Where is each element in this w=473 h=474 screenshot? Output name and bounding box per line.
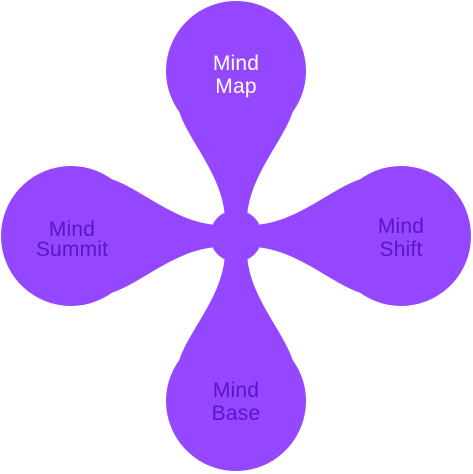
lobe-left-label-line2: Summit — [36, 238, 108, 261]
lobe-right[interactable]: Mind Shift — [378, 215, 424, 261]
petal-left — [0, 165, 219, 306]
petal-right — [254, 166, 472, 307]
lobe-top[interactable]: Mind Map — [213, 52, 259, 98]
petal-bottom — [165, 254, 306, 472]
lobe-bottom-label-line2: Base — [212, 402, 261, 425]
center-hub — [210, 210, 262, 262]
lobe-right-label-line2: Shift — [379, 238, 422, 261]
petal-top — [166, 0, 306, 218]
lobe-left-label-line1: Mind — [49, 218, 95, 241]
lobe-top-label-line2: Map — [215, 75, 256, 98]
lobe-bottom[interactable]: Mind Base — [212, 379, 261, 425]
lobe-top-label-line1: Mind — [213, 52, 259, 75]
lobe-bottom-label-line1: Mind — [213, 379, 259, 402]
lobe-right-label-line1: Mind — [378, 215, 424, 238]
lobe-left[interactable]: Mind Summit — [36, 218, 108, 261]
